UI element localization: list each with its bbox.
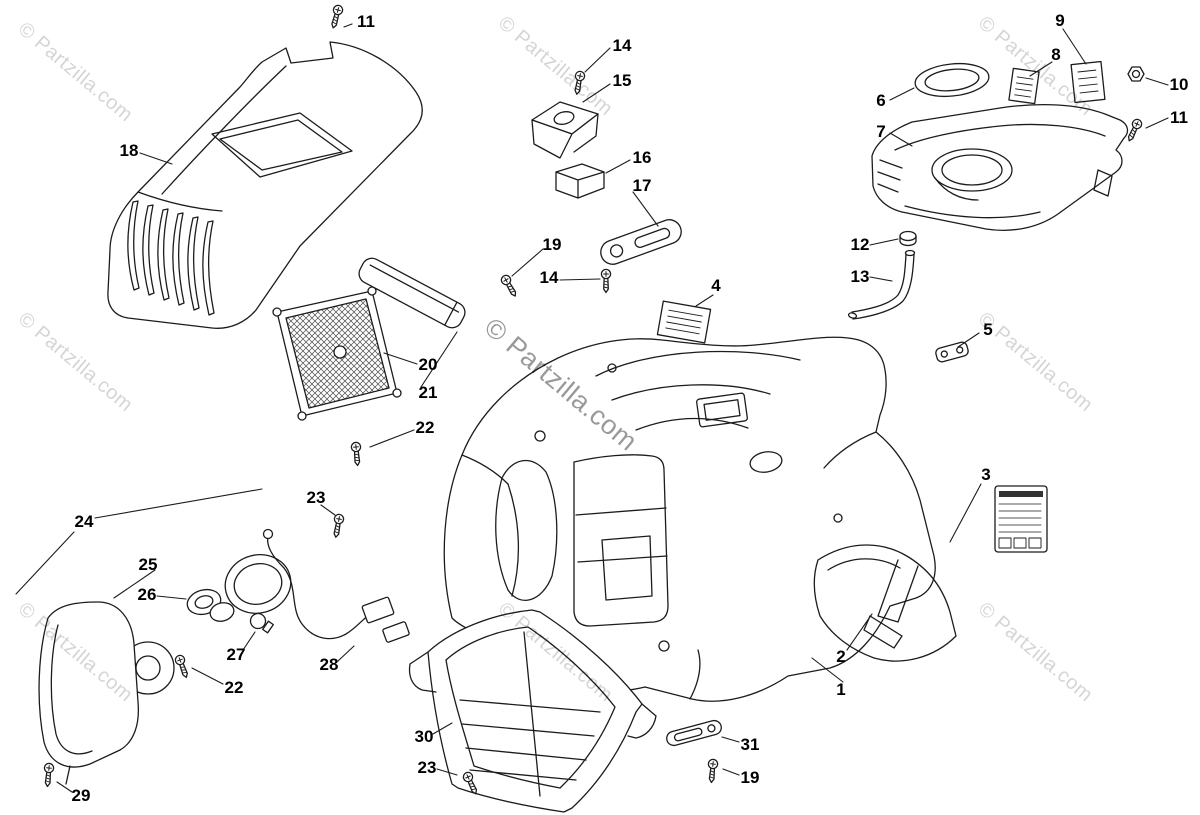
cover-drawing [531,101,599,159]
label-8-drawing [1008,67,1040,105]
hood-drawing [107,41,423,329]
vent-tube-drawing [847,249,916,320]
bracket-drawing [600,219,682,265]
fuel-cap-drawing [899,230,917,247]
nut-drawing [1127,66,1145,82]
decal-4-drawing [656,300,712,344]
leader-lines [15,23,1169,793]
headlight-assembly-drawing [38,528,410,785]
front-bumper-drawing [408,609,657,813]
fender-body-drawing [443,336,957,702]
trim-strip-drawing [358,257,466,329]
box-drawing [555,163,605,199]
tank-cover-drawing [871,103,1129,231]
grommet-ring-drawing [914,62,990,98]
label-9-drawing [1070,60,1106,104]
grille-screen-drawing [272,286,402,421]
bracket-5-drawing [935,341,969,363]
bracket-31-drawing [666,719,722,747]
warning-label-drawing [994,485,1048,553]
